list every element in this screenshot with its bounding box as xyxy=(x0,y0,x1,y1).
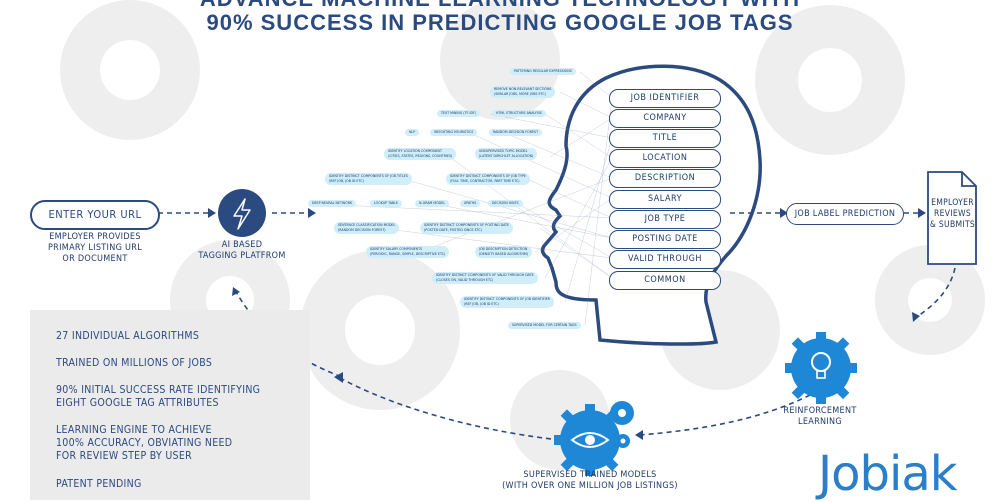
algorithm-pill: LOOKUP TABLE xyxy=(370,200,403,207)
fact-line: EIGHT GOOGLE TAG ATTRIBUTES xyxy=(56,397,219,409)
facts-panel: 27 INDIVIDUAL ALGORITHMS TRAINED ON MILL… xyxy=(30,310,310,500)
url-input[interactable]: ENTER YOUR URL xyxy=(30,200,160,230)
fact-line: 27 INDIVIDUAL ALGORITHMS xyxy=(56,330,200,342)
tag-job-type: JOB TYPE xyxy=(609,210,721,229)
job-label-prediction: JOB LABEL PREDICTION xyxy=(786,203,904,225)
reinforcement-caption: REINFORCEMENT LEARNING xyxy=(783,406,857,427)
algorithm-pill: IDENTIFY DISTINCT COMPONENTS OF JOB IDEN… xyxy=(460,296,554,308)
fact-line: FOR REVIEW STEP BY USER xyxy=(56,450,192,462)
ai-platform-caption: AI BASED TAGGING PLATFROM xyxy=(198,240,286,261)
ai-platform-node xyxy=(218,189,266,237)
algorithm-pill: N-GRAM MODEL xyxy=(415,200,450,207)
algorithm-pill: PATTERING REGULAR EXPRESSIONS xyxy=(510,68,576,75)
page-title-line-1: ADVANCE MACHINE LEARNING TECHNOLOGY WITH xyxy=(0,0,1000,12)
algorithm-pill: IDENTIFY LOCATION COMPONENT(CITIES, STAT… xyxy=(384,148,457,160)
lightning-bolt-icon xyxy=(233,198,251,230)
fact-line: 100% ACCURACY, OBVIATING NEED xyxy=(56,437,233,449)
algorithm-pill: DEEP NEURAL NETWORK xyxy=(308,200,357,207)
algorithm-pill: NLP xyxy=(405,129,420,136)
eye-gears-icon xyxy=(554,401,634,476)
jobiak-logo: Jobiak xyxy=(818,446,958,502)
algorithm-pill: WEIGHTING HEURISTICS xyxy=(430,129,478,136)
url-caption: EMPLOYER PROVIDES PRIMARY LISTING URL OR… xyxy=(47,232,142,264)
tag-valid-through: VALID THROUGH xyxy=(609,250,721,269)
tag-title: TITLE xyxy=(609,129,721,148)
arrow-reinforcement-to-supervised xyxy=(639,394,811,436)
algorithm-pill: IDENTIFY SALARY COMPONENTS(PERIODIC, RAN… xyxy=(366,246,450,258)
algorithm-pill: SUPERVISED MODEL FOR CERTAIN TAGS xyxy=(508,322,581,329)
algorithm-pill: HTML STRUCTURE ANALYSIS xyxy=(492,110,546,117)
fact-line: TRAINED ON MILLIONS OF JOBS xyxy=(56,357,213,369)
algorithm-pill: RANDOM DECISION FOREST xyxy=(489,129,543,136)
tag-job-identifier: JOB IDENTIFIER xyxy=(609,89,721,108)
arrow-supervised-to-facts xyxy=(339,377,561,441)
tag-company: COMPANY xyxy=(609,109,721,128)
algorithm-pill: IDENTIFY DISTINCT COMPONENTS OF JOB TYPE… xyxy=(446,173,530,185)
employer-caption: EMPLOYER REVIEWS & SUBMITS xyxy=(929,198,976,230)
tag-location: LOCATION xyxy=(609,149,721,168)
algorithm-pill: IDENTIFY DISTINCT COMPONENTS OF JOB TITL… xyxy=(325,173,412,185)
algorithm-pill: JOB DESCRIPTION DETECTION(DENSITY BASED … xyxy=(475,246,532,258)
lightbulb-gear-icon xyxy=(785,332,857,404)
tag-description: DESCRIPTION xyxy=(609,169,721,188)
tag-common: COMMON xyxy=(609,271,721,290)
algorithm-pill: DECISION HINTS xyxy=(488,200,523,207)
fact-line: LEARNING ENGINE TO ACHIEVE xyxy=(56,424,212,436)
document-icon xyxy=(927,171,977,265)
tag-posting-date: POSTING DATE xyxy=(609,230,721,249)
network-lines xyxy=(339,71,613,326)
algorithm-pill: XPATHS xyxy=(460,200,481,207)
page-title-line-2: 90% SUCCESS IN PREDICTING GOOGLE JOB TAG… xyxy=(206,10,794,35)
algorithm-pill: REMOVE NON-RELEVANT SECTIONS(SIMILAR JOB… xyxy=(490,86,556,98)
algorithm-pill: TEXT MINING (TF-IDF) xyxy=(437,110,481,117)
algorithm-pill: IDENTIFY DISTINCT COMPONENTS OF VALID TH… xyxy=(432,272,538,284)
fact-line: 90% INITIAL SUCCESS RATE IDENTIFYING xyxy=(56,384,261,396)
algorithm-pill: IDENTIFY DISTINCT COMPONENTS OF POSTING … xyxy=(420,222,514,234)
supervised-caption: SUPERVISED TRAINED MODELS (WITH OVER ONE… xyxy=(502,470,678,491)
fact-line: PATENT PENDING xyxy=(56,478,142,490)
algorithm-pill: SENTENCE CLASSIFICATION MODEL(RANDOM DEC… xyxy=(334,222,400,234)
algorithm-pill: UNSUPERVISED TOPIC MODEL(LATENT DIRICHLE… xyxy=(475,148,538,160)
tag-salary: SALARY xyxy=(609,190,721,209)
